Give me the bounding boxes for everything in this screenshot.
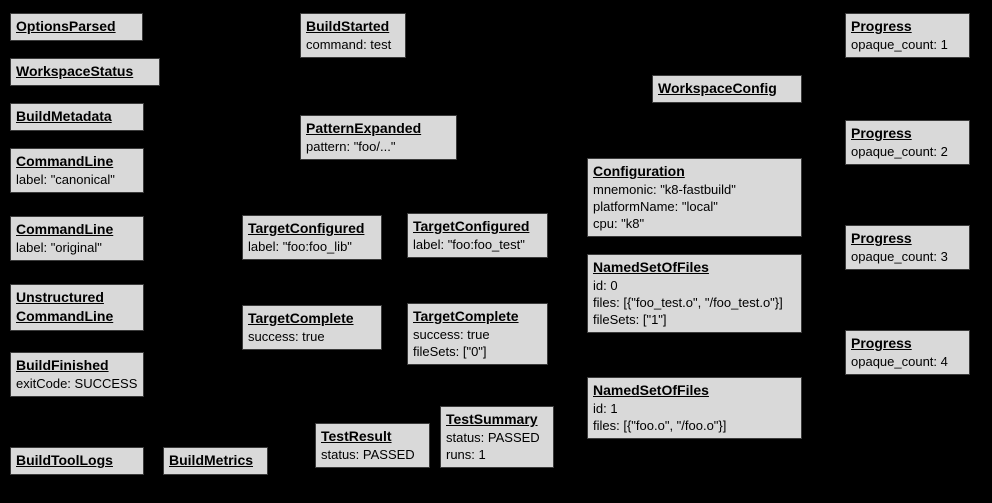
node-title: TargetComplete [248, 310, 354, 326]
node-title: PatternExpanded [306, 120, 422, 136]
node-field: label: "foo:foo_lib" [248, 239, 352, 254]
node-field: label: "original" [16, 240, 102, 255]
node-test-result: TestResult status: PASSED [315, 423, 430, 468]
node-title: Unstructured [16, 289, 104, 305]
node-workspace-status: WorkspaceStatus [10, 58, 160, 86]
node-field: platformName: "local" [593, 199, 718, 214]
node-field: label: "foo:foo_test" [413, 237, 525, 252]
node-progress-2: Progress opaque_count: 2 [845, 120, 970, 165]
node-field: fileSets: ["0"] [413, 344, 487, 359]
node-build-metrics: BuildMetrics [163, 447, 268, 475]
node-title: Progress [851, 18, 912, 34]
node-field: exitCode: SUCCESS [16, 376, 138, 391]
node-target-complete-foo-test: TargetComplete success: true fileSets: ["0… [407, 303, 548, 365]
node-build-metadata: BuildMetadata [10, 103, 144, 131]
node-title: Progress [851, 125, 912, 141]
node-progress-1: Progress opaque_count: 1 [845, 13, 970, 58]
node-field: status: PASSED [321, 447, 415, 462]
node-build-tool-logs: BuildToolLogs [10, 447, 144, 475]
node-title: CommandLine [16, 308, 114, 324]
node-title: BuildMetadata [16, 108, 112, 124]
node-title: OptionsParsed [16, 18, 116, 34]
node-target-configured-foo-lib: TargetConfigured label: "foo:foo_lib" [242, 215, 382, 260]
node-field: mnemonic: "k8-fastbuild" [593, 182, 736, 197]
node-title: BuildStarted [306, 18, 390, 34]
node-build-finished: BuildFinished exitCode: SUCCESS [10, 352, 145, 397]
node-title: TargetConfigured [413, 218, 530, 234]
node-title: TestSummary [446, 411, 538, 427]
node-field: cpu: "k8" [593, 216, 645, 231]
node-field: files: [{"foo.o", "/foo.o"}] [593, 418, 727, 433]
node-title: CommandLine [16, 221, 114, 237]
node-field: status: PASSED [446, 430, 540, 445]
node-workspace-config: WorkspaceConfig [652, 75, 802, 103]
node-progress-4: Progress opaque_count: 4 [845, 330, 970, 375]
node-title: BuildMetrics [169, 452, 254, 468]
node-field: command: test [306, 37, 392, 52]
node-title: TargetComplete [413, 308, 519, 324]
node-title: WorkspaceStatus [16, 63, 134, 79]
node-title: Configuration [593, 163, 685, 179]
node-named-set-of-files-1: NamedSetOfFiles id: 1 files: [{"foo.o", "/… [587, 377, 802, 439]
node-field: fileSets: ["1"] [593, 312, 667, 327]
node-command-line-canonical: CommandLine label: "canonical" [10, 148, 144, 193]
node-field: label: "canonical" [16, 172, 115, 187]
node-title: NamedSetOfFiles [593, 382, 709, 398]
node-field: success: true [413, 327, 490, 342]
node-title: BuildToolLogs [16, 452, 113, 468]
node-field: runs: 1 [446, 447, 486, 462]
node-configuration: Configuration mnemonic: "k8-fastbuild" pla… [587, 158, 802, 237]
node-field: success: true [248, 329, 325, 344]
node-field: files: [{"foo_test.o", "/foo_test.o"}] [593, 295, 783, 310]
node-field: id: 1 [593, 401, 618, 416]
node-target-configured-foo-test: TargetConfigured label: "foo:foo_test" [407, 213, 548, 258]
node-options-parsed: OptionsParsed [10, 13, 143, 41]
node-title: TargetConfigured [248, 220, 365, 236]
node-target-complete-foo-lib: TargetComplete success: true [242, 305, 382, 350]
node-title: WorkspaceConfig [658, 80, 777, 96]
node-field: opaque_count: 3 [851, 249, 948, 264]
node-named-set-of-files-0: NamedSetOfFiles id: 0 files: [{"foo_test.o… [587, 254, 802, 333]
node-build-started: BuildStarted command: test [300, 13, 406, 58]
node-field: pattern: "foo/..." [306, 139, 396, 154]
node-command-line-original: CommandLine label: "original" [10, 216, 144, 261]
node-pattern-expanded: PatternExpanded pattern: "foo/..." [300, 115, 457, 160]
node-field: opaque_count: 4 [851, 354, 948, 369]
node-title: Progress [851, 230, 912, 246]
node-progress-3: Progress opaque_count: 3 [845, 225, 970, 270]
node-field: opaque_count: 1 [851, 37, 948, 52]
node-title: TestResult [321, 428, 392, 444]
node-test-summary: TestSummary status: PASSED runs: 1 [440, 406, 554, 468]
node-title: Progress [851, 335, 912, 351]
node-title: CommandLine [16, 153, 114, 169]
node-field: id: 0 [593, 278, 618, 293]
node-title: NamedSetOfFiles [593, 259, 709, 275]
node-field: opaque_count: 2 [851, 144, 948, 159]
node-title: BuildFinished [16, 357, 109, 373]
